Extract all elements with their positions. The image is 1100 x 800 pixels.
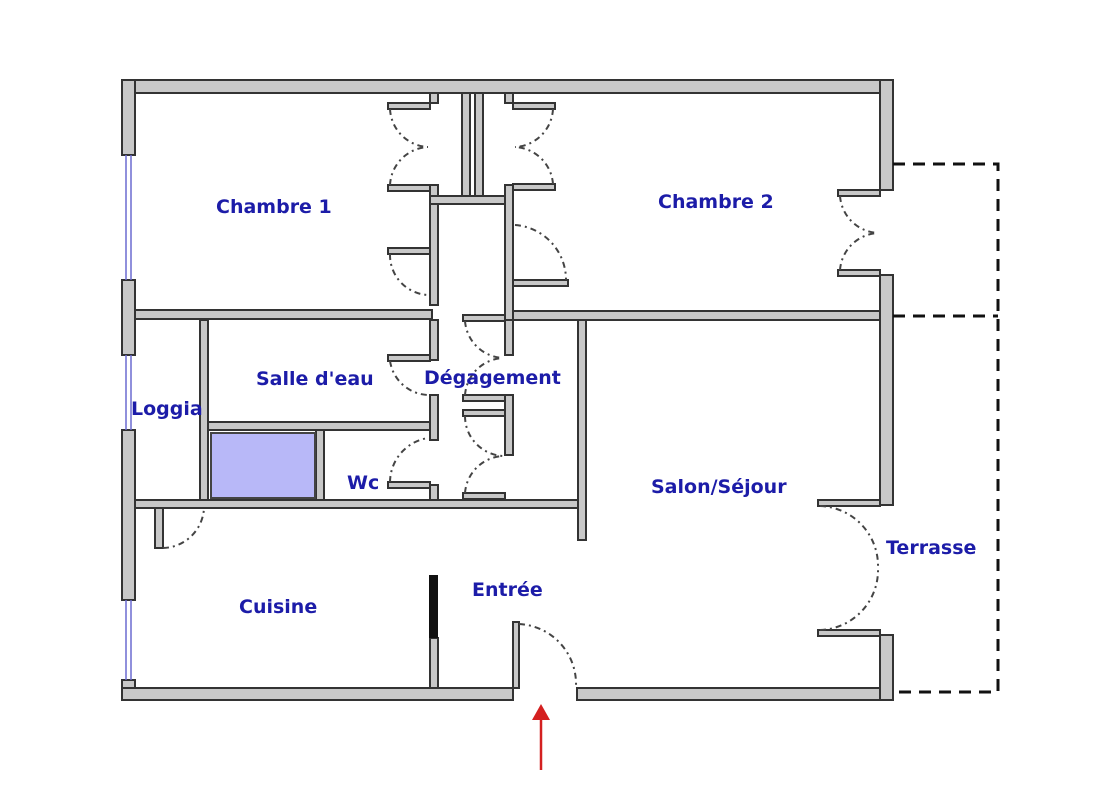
room-label-salle-deau: Salle d'eau: [256, 368, 374, 390]
room-label-cuisine: Cuisine: [239, 596, 317, 618]
room-label-terrasse: Terrasse: [886, 537, 976, 559]
room-label-loggia: Loggia: [131, 398, 203, 420]
room-label-chambre-2: Chambre 2: [658, 191, 774, 213]
room-label-entree: Entrée: [472, 579, 543, 601]
room-label-degagement: Dégagement: [424, 367, 561, 389]
terrace-outline: [893, 162, 1000, 694]
shower-tray: [210, 432, 316, 499]
door-swings: [162, 108, 880, 687]
room-label-wc: Wc: [347, 472, 379, 494]
room-label-salon: Salon/Séjour: [651, 476, 787, 498]
interior-walls: [134, 92, 881, 689]
entry-arrow-icon: [532, 704, 550, 770]
outer-walls: [121, 79, 894, 701]
room-label-chambre-1: Chambre 1: [216, 196, 332, 218]
